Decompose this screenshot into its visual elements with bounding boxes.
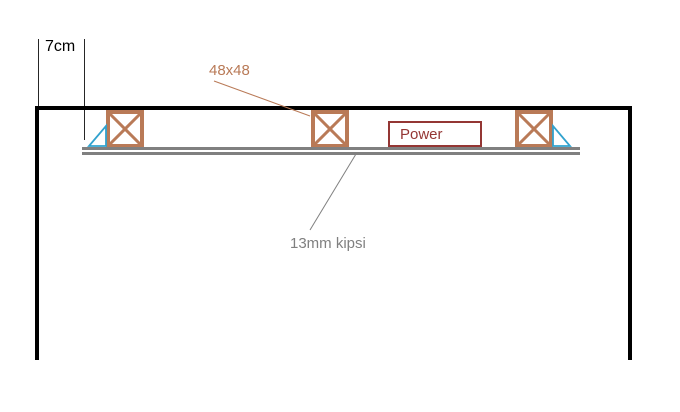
dimension-extension-line-left (38, 39, 39, 106)
power-box: Power (388, 121, 482, 147)
dimension-extension-line-right (84, 39, 85, 140)
cross-brace-icon (515, 110, 553, 148)
timber-batten-left (106, 110, 144, 148)
timber-batten-right (515, 110, 553, 148)
batten-size-label: 48x48 (209, 62, 250, 79)
cross-brace-icon (311, 110, 349, 148)
gypsum-board-top-edge (82, 147, 580, 150)
wedge-icon-left (87, 123, 107, 147)
wall-left (35, 106, 39, 360)
timber-batten-middle (311, 110, 349, 148)
wall-right (628, 106, 632, 360)
board-material-label: 13mm kipsi (290, 235, 366, 252)
power-label: Power (400, 125, 443, 143)
dimension-label: 7cm (45, 38, 76, 55)
ceiling-line (35, 106, 632, 110)
board-leader-line (309, 153, 357, 231)
cross-brace-icon (106, 110, 144, 148)
batten-leader-line (213, 80, 311, 117)
wedge-icon-right (552, 123, 572, 147)
gypsum-board-bottom-edge (82, 152, 580, 155)
